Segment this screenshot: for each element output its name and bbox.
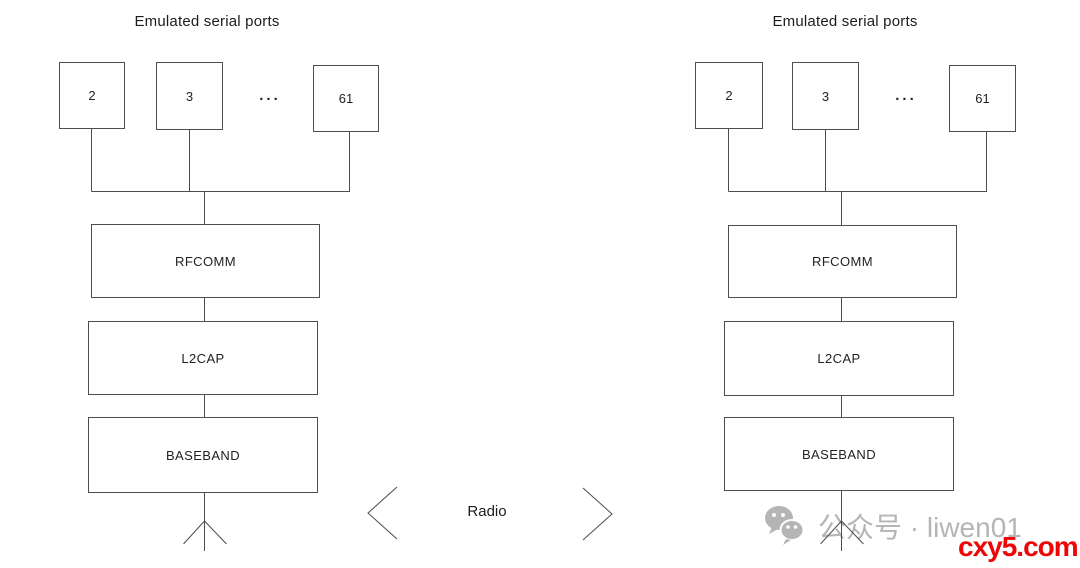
port-label: 2 (88, 88, 96, 103)
antenna-left-icon (183, 491, 227, 551)
port-label: 3 (821, 88, 830, 104)
port-label: 61 (975, 91, 990, 106)
layer-box-l2cap-left: L2CAP (88, 321, 318, 395)
radio-label: Radio (467, 503, 507, 520)
port-label: 2 (725, 88, 733, 103)
wechat-icon (765, 506, 805, 545)
port-connectors-right (728, 127, 987, 225)
radio-wave-right-icon (582, 487, 613, 541)
port-box-61-left: 61 (313, 65, 379, 132)
port-box-3-right: 3 (792, 62, 859, 130)
port-box-3-left: 3 (156, 62, 223, 130)
layer-label: RFCOMM (175, 253, 236, 269)
ports-ellipsis-left: ... (259, 87, 281, 104)
layer-box-baseband-right: BASEBAND (724, 417, 954, 491)
layer-box-baseband-left: BASEBAND (88, 417, 318, 493)
layer-label: BASEBAND (165, 447, 240, 463)
ports-ellipsis-right: ... (895, 87, 917, 104)
layer-box-rfcomm-right: RFCOMM (728, 225, 957, 298)
layer-label: BASEBAND (801, 446, 876, 462)
site-watermark: cxy5.com (958, 531, 1079, 562)
layer-label: L2CAP (817, 351, 861, 366)
layer-box-l2cap-right: L2CAP (724, 321, 954, 396)
port-label: 61 (338, 91, 354, 106)
port-connectors-left (91, 127, 350, 224)
stack-title-left: Emulated serial ports (134, 13, 280, 30)
port-box-2-right: 2 (695, 62, 763, 129)
port-box-61-right: 61 (949, 65, 1016, 132)
port-label: 3 (185, 88, 194, 104)
layer-label: RFCOMM (812, 254, 873, 269)
layer-box-rfcomm-left: RFCOMM (91, 224, 320, 298)
radio-wave-left-icon (367, 486, 398, 540)
stack-title-right: Emulated serial ports (772, 13, 918, 30)
layer-label: L2CAP (181, 350, 225, 366)
port-box-2-left: 2 (59, 62, 125, 129)
